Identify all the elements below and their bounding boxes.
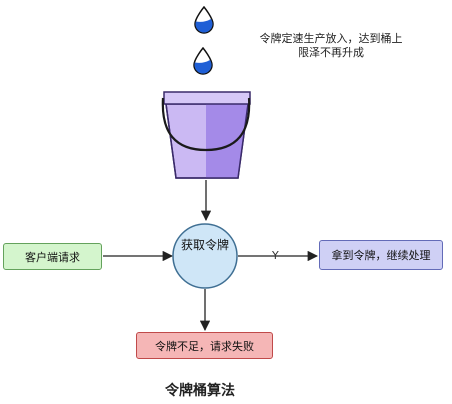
diagram-title: 令牌桶算法 [165,383,235,399]
client-request-node: 客户端请求 [3,243,102,270]
fail-node: 令牌不足，请求失败 [136,332,273,359]
success-node: 拿到令牌，继续处理 [319,240,443,270]
acquire-token-label: 获取令牌 [180,238,229,252]
annotation-note: 令牌定速生产放入，达到桶上 限泽不再升成 [246,32,416,60]
edge-label-yes: Y [272,249,279,262]
water-drop-icon [193,46,213,75]
water-drop-icon [194,5,214,34]
acquire-token-node [172,223,238,289]
bucket-icon [161,91,251,179]
annotation-line-1: 令牌定速生产放入，达到桶上 [259,32,403,45]
annotation-line-2: 限泽不再升成 [298,46,364,59]
